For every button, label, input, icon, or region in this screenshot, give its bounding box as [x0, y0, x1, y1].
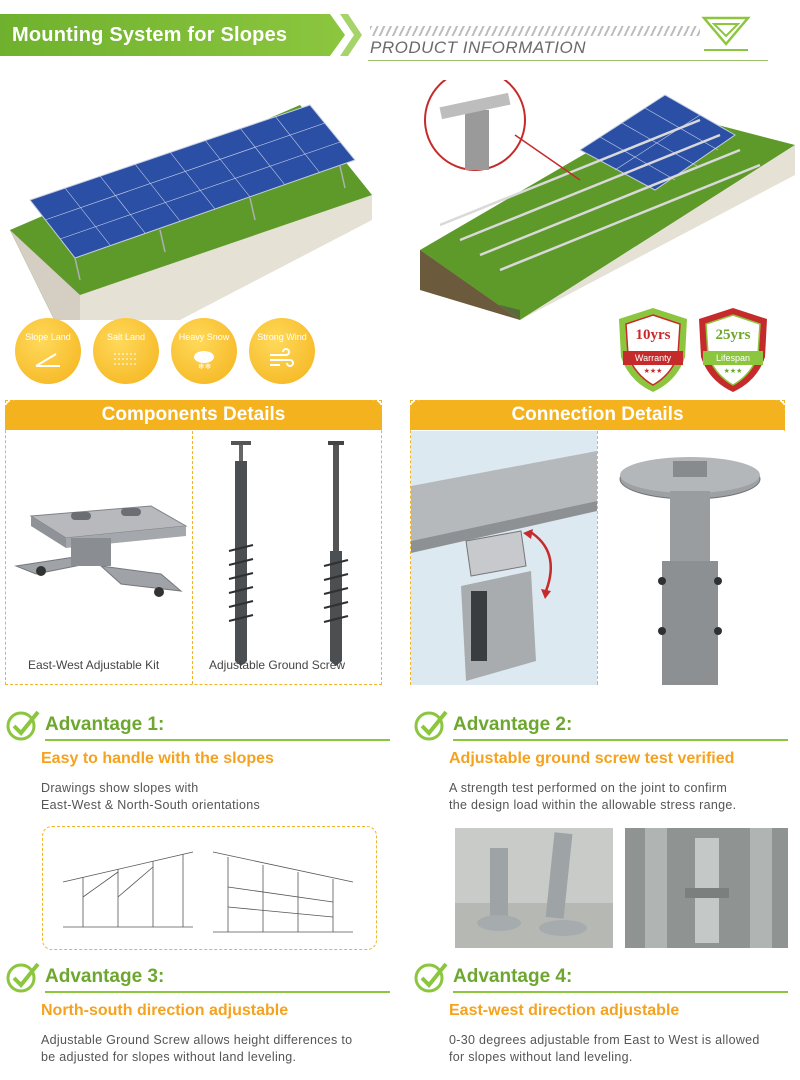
component-label: East-West Adjustable Kit: [28, 658, 160, 672]
salt-icon: [114, 353, 138, 365]
advantage-subtitle: East-west direction adjustable: [449, 1002, 680, 1019]
feature-badges: Slope Land Salt Land Heavy Snow ❄❄ Stron…: [15, 318, 335, 386]
ground-screw-image: [228, 441, 254, 666]
lifespan-badge: 25yrs Lifespan ★★★: [695, 305, 771, 395]
warranty-stars: ★★★: [643, 368, 663, 375]
warranty-caption: Warranty: [623, 351, 683, 365]
components-title: Components Details: [101, 404, 286, 425]
warranty-years: 10yrs: [635, 327, 671, 343]
advantage-description: 0-30 degrees adjustable from East to Wes…: [449, 1033, 760, 1064]
wind-icon: [270, 348, 294, 367]
components-header: Components Details: [5, 400, 382, 430]
badge-label: Strong Wind: [257, 332, 307, 342]
slope-drawing-image: [62, 851, 354, 933]
ground-screw-image: [323, 441, 349, 666]
advantage-description: Drawings show slopes with East-West & No…: [41, 781, 260, 812]
svg-text:❄❄: ❄❄: [198, 362, 211, 370]
technical-drawings: [42, 826, 377, 950]
advantage-rule: [453, 739, 788, 741]
chevron-down-icon: [701, 16, 751, 51]
warranty-badge: 10yrs Warranty ★★★: [615, 305, 691, 395]
advantage-title: Advantage 4:: [453, 966, 573, 987]
badge-strong-wind: Strong Wind: [249, 318, 315, 384]
advantage-rule: [453, 991, 788, 993]
slope-icon: [35, 353, 60, 367]
slope-solar-array-illustration: [10, 104, 372, 320]
checkmark-icon: [6, 962, 40, 993]
rail-connection-image: [411, 431, 597, 685]
advantage-title: Advantage 2:: [453, 714, 573, 735]
snow-icon: ❄❄: [194, 351, 214, 370]
page-title: Mounting System for Slopes: [12, 24, 288, 46]
connection-title: Connection Details: [511, 404, 684, 425]
connection-header: Connection Details: [410, 400, 785, 430]
strength-test-photo: [455, 828, 613, 948]
badge-label: Salt Land: [106, 332, 146, 342]
checkmark-icon: [414, 962, 448, 993]
page-header: Mounting System for Slopes PRODUCT INFOR…: [0, 0, 800, 80]
panel-divider: [192, 431, 193, 684]
badge-slope-land: Slope Land: [15, 318, 81, 384]
advantage-title: Advantage 1:: [45, 714, 165, 735]
title-banner: Mounting System for Slopes: [0, 14, 345, 56]
header-rule: [368, 60, 768, 61]
lifespan-stars: ★★★: [723, 368, 743, 375]
lifespan-caption: Lifespan: [703, 351, 763, 365]
panel-divider: [597, 431, 598, 684]
components-panel: Components Details Eas: [5, 400, 382, 685]
advantage-subtitle: North-south direction adjustable: [41, 1002, 289, 1019]
advantage-title: Advantage 3:: [45, 966, 165, 987]
shield-icon: [619, 308, 687, 392]
advantage-subtitle: Adjustable ground screw test verified: [449, 750, 735, 767]
checkmark-icon: [414, 710, 448, 741]
connection-panel: Connection Details: [410, 400, 785, 685]
lifespan-years: 25yrs: [715, 327, 751, 343]
advantage-rule: [45, 991, 390, 993]
hatched-decoration: [370, 26, 700, 36]
badge-label: Heavy Snow: [178, 332, 230, 342]
strength-test-machine-photo: [625, 828, 788, 948]
badge-label: Slope Land: [25, 332, 71, 342]
component-label: Adjustable Ground Screw: [209, 658, 346, 672]
screw-flange-image: [598, 431, 785, 685]
checkmark-icon: [6, 710, 40, 741]
product-information-label: PRODUCT INFORMATION: [370, 38, 587, 57]
shield-icon: [699, 308, 767, 392]
advantage-description: Adjustable Ground Screw allows height di…: [41, 1033, 353, 1064]
advantage-subtitle: Easy to handle with the slopes: [41, 750, 274, 767]
advantage-description: A strength test performed on the joint t…: [449, 781, 737, 812]
east-west-kit-image: [14, 505, 188, 597]
badge-heavy-snow: Heavy Snow ❄❄: [171, 318, 237, 384]
slope-rail-structure-illustration: [420, 80, 795, 320]
advantage-rule: [45, 739, 390, 741]
badge-salt-land: Salt Land: [93, 318, 159, 384]
